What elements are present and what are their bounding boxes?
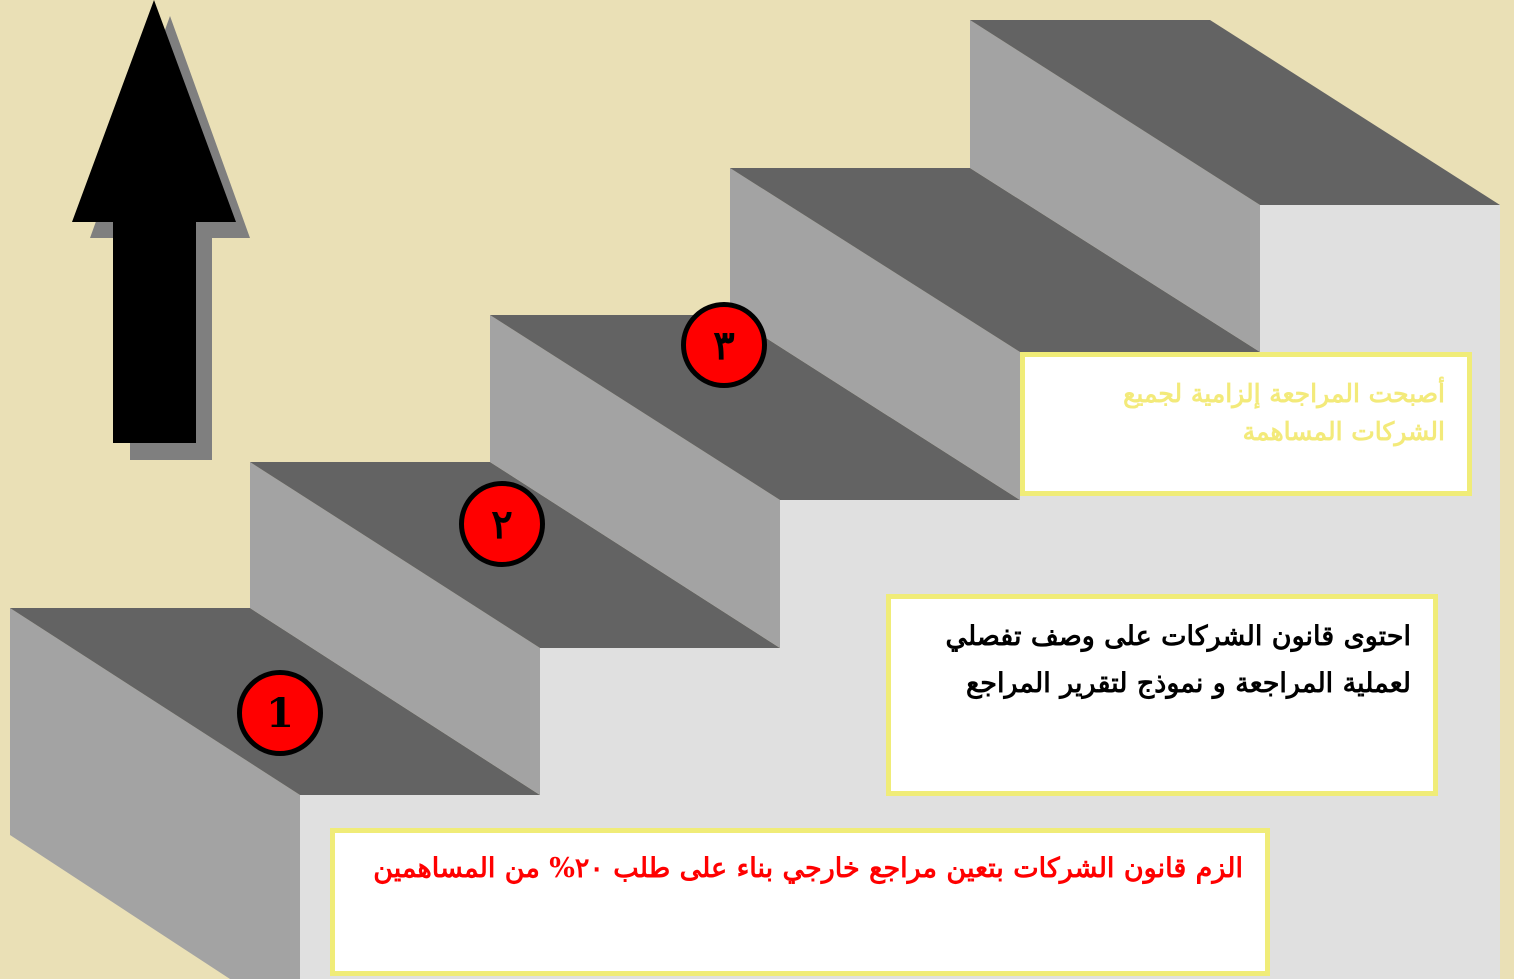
step-4-riser bbox=[730, 168, 1020, 500]
arrow-body bbox=[72, 0, 236, 443]
step-badge-3: ٣ bbox=[681, 302, 767, 388]
text-box-top: أصبحت المراجعة إلزامية لجميع الشركات الم… bbox=[1020, 352, 1472, 496]
up-arrow-icon bbox=[72, 0, 250, 460]
step-3-riser bbox=[490, 315, 780, 648]
step-badge-1: 1 bbox=[237, 670, 323, 756]
text-box-bottom: الزم قانون الشركات بتعين مراجع خارجي بنا… bbox=[330, 828, 1270, 976]
text-box-bottom-text: الزم قانون الشركات بتعين مراجع خارجي بنا… bbox=[373, 853, 1243, 884]
step-1-side bbox=[10, 608, 300, 979]
text-box-middle-text: احتوى قانون الشركات على وصف تفصلي لعملية… bbox=[945, 621, 1411, 699]
text-box-top-text: أصبحت المراجعة إلزامية لجميع الشركات الم… bbox=[1123, 379, 1445, 446]
step-badge-2: ٢ bbox=[459, 481, 545, 567]
step-3-tread bbox=[490, 315, 1020, 500]
text-box-middle: احتوى قانون الشركات على وصف تفصلي لعملية… bbox=[886, 594, 1438, 796]
step-5-riser bbox=[970, 20, 1260, 352]
step-4-tread bbox=[730, 168, 1260, 352]
step-5-tread bbox=[970, 20, 1500, 205]
step-2-riser bbox=[250, 462, 540, 795]
